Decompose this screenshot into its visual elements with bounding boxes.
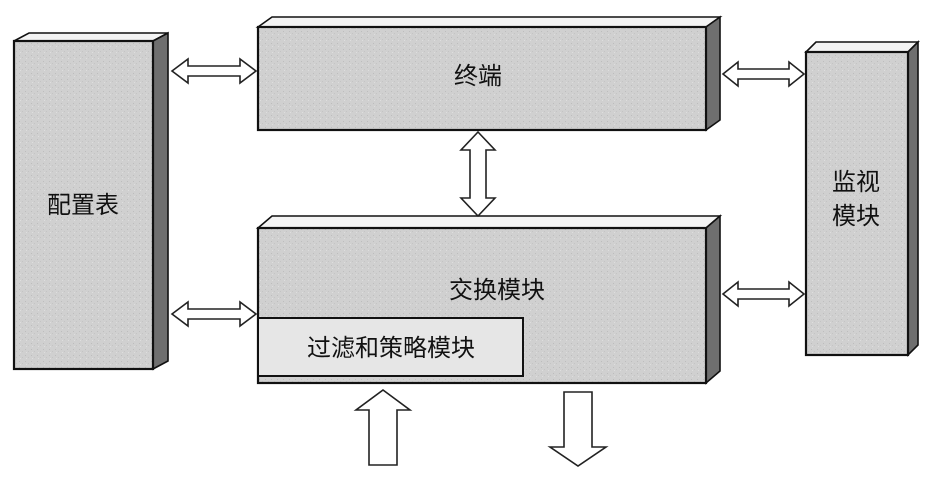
terminal-box: 终端 [255,15,723,132]
monitor-label-line1: 监视 [832,168,880,196]
config-table-box: 配置表 [12,31,169,371]
outbound-down-arrow [547,391,609,467]
terminal-switch-double-arrow [459,130,497,218]
config-table-label: 配置表 [47,191,119,219]
filter-policy-label: 过滤和策略模块 [307,334,475,362]
inbound-up-arrow [353,389,413,466]
switch-module-label: 交换模块 [449,276,545,304]
terminal-label: 终端 [454,62,502,90]
switch-monitor-double-arrow [721,280,806,308]
config-terminal-double-arrow [170,57,258,85]
terminal-monitor-double-arrow [721,60,806,88]
monitor-label-line2: 模块 [832,202,880,230]
filter-policy-module-box: 过滤和策略模块 [257,317,524,377]
monitor-module-box: 监视 模块 [804,40,920,357]
config-switch-double-arrow [170,300,258,328]
